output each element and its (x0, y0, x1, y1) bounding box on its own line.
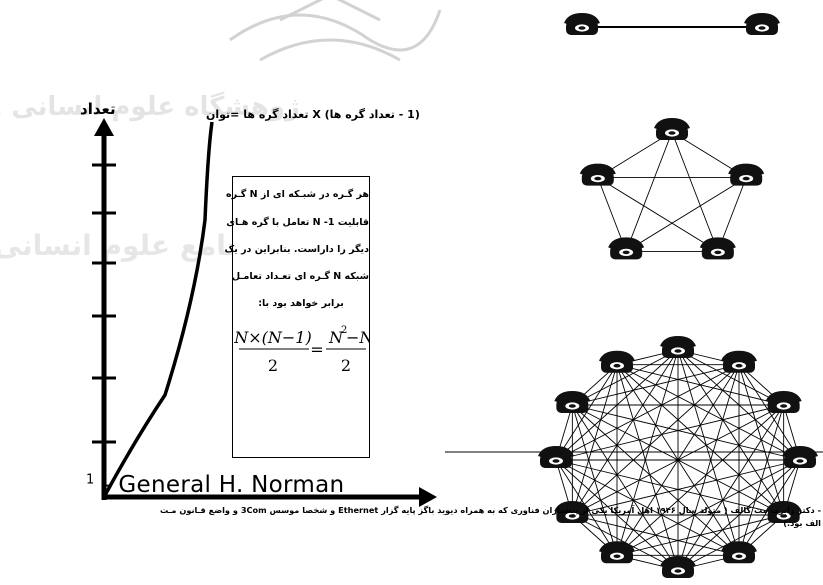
network-link (555, 459, 740, 556)
phone-icon (728, 163, 765, 186)
equation: N×(N−1) 2 = N 2 −N 2 (233, 325, 369, 375)
rhs-numerator-exp: 2 (341, 325, 347, 336)
network-link (625, 177, 747, 252)
network-link (616, 364, 784, 406)
network-link (616, 364, 740, 556)
rhs-numerator-base: N (328, 328, 344, 347)
phone-icon (599, 541, 635, 564)
phone-icon (538, 446, 574, 468)
phone-icon (660, 336, 696, 358)
network-link (677, 364, 740, 571)
formula-label: (1 - تعداد گره ها) X تعداد گره ها =توان (206, 108, 420, 121)
footnote-name: 1 - General H. Norman (86, 472, 344, 498)
phone-icon (744, 13, 780, 35)
network-link (555, 404, 784, 461)
network-link (616, 364, 801, 461)
phone-icon (721, 350, 757, 373)
phone-icon (579, 163, 616, 186)
explanation-box: هر گـره در شبـکه ای از N گـره قابلیت 1- … (224, 176, 370, 458)
phone-icon (608, 237, 645, 260)
x-axis (104, 487, 437, 507)
equals-sign: = (310, 340, 323, 359)
network-link (625, 131, 673, 252)
network-five-nodes (579, 118, 765, 260)
phone-icon (564, 13, 600, 35)
network-link (616, 404, 784, 556)
footnote-author: - General H. Norman (102, 472, 345, 498)
phone-icon (599, 350, 635, 373)
explanation-line: هر گـره در شبـکه ای از N گـره (226, 189, 369, 200)
network-link (571, 404, 679, 571)
phone-icon (721, 541, 757, 564)
network-link (572, 364, 740, 516)
phone-icon (765, 391, 802, 413)
footnote-bio-line: - دکتر رابرت مت کالف ( متولد سال ١٩۴۶ اه… (159, 505, 821, 515)
network-link (555, 459, 784, 516)
footnote-bio: - دکتر رابرت مت کالف ( متولد سال ١٩۴۶ اه… (0, 504, 823, 530)
network-link (616, 349, 679, 556)
growth-curve (102, 121, 214, 498)
network-link (572, 459, 801, 516)
footnote-bio-line: الف بود.) (783, 518, 821, 528)
network-link (677, 349, 740, 556)
network-link (616, 364, 679, 571)
network-link (616, 364, 784, 516)
network-link (671, 131, 719, 252)
network-twelve-nodes (538, 336, 818, 578)
phone-icon (782, 446, 818, 468)
network-link (555, 364, 618, 461)
explanation-line: برابر خواهد بود با: (258, 298, 344, 309)
phone-icon (654, 118, 690, 140)
phone-icon (660, 556, 696, 578)
phone-icon (699, 237, 736, 260)
rhs-numerator-rest: −N (346, 328, 369, 347)
lhs-denominator: 2 (268, 356, 278, 375)
footnote-marker: 1 (86, 472, 95, 488)
y-axis-ticks (92, 163, 116, 444)
network-link (572, 404, 740, 556)
lhs-numerator: N×(N−1) (233, 328, 311, 347)
phone-icon (554, 391, 591, 413)
svg-text:ژوهشگاه علوم انسانی و مطالعات: ژوهشگاه علوم انسانی و مطالعات فرهنگی (0, 91, 300, 122)
explanation-line: دیگر را داراست. بنابراین در یک (224, 244, 369, 255)
rhs-denominator: 2 (341, 356, 351, 375)
network-link (572, 404, 801, 461)
y-axis-label: تعداد (80, 100, 116, 118)
explanation-line: شبکه N گـره ای تعـداد تعامـل (231, 271, 369, 282)
network-link (571, 404, 618, 556)
network-two-nodes (564, 13, 780, 35)
explanation-line: قابلیت 1- N تعامل با گره هـای (226, 217, 369, 228)
network-link (571, 364, 618, 516)
network-link (597, 177, 719, 252)
